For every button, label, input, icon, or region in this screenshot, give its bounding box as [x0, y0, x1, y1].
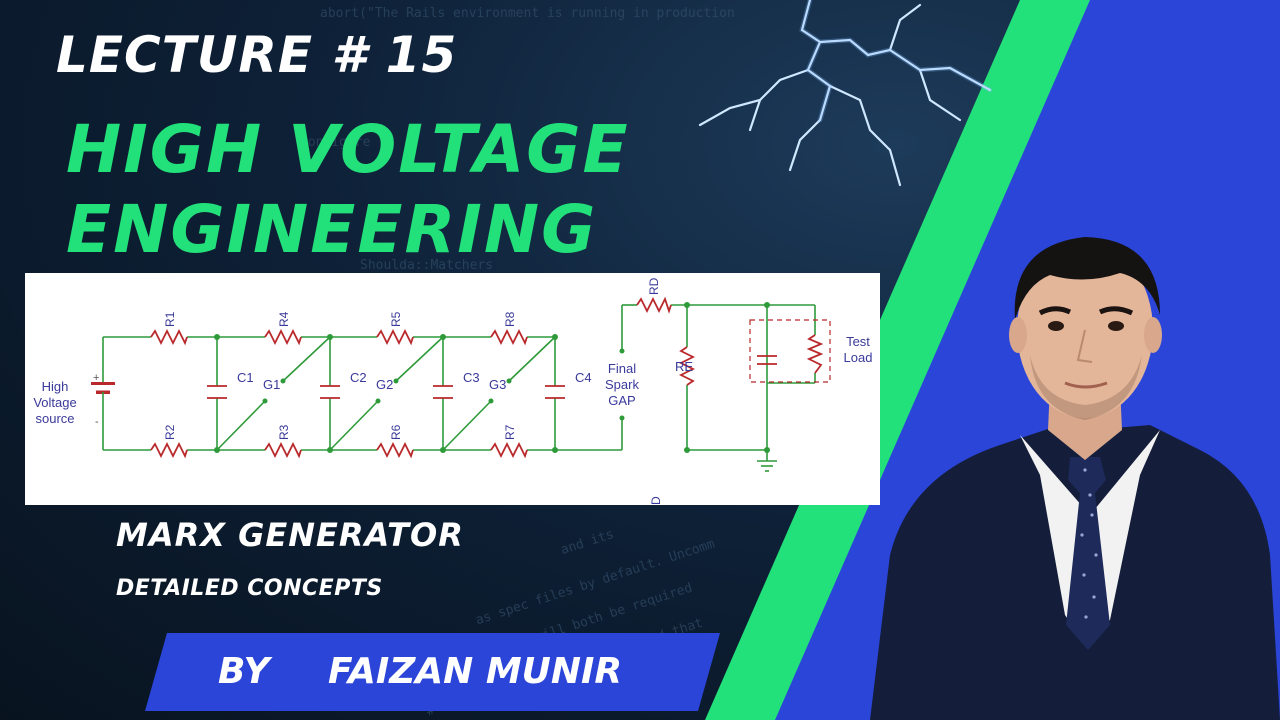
plus-sign: +: [93, 372, 99, 384]
load-label-2: Load: [844, 350, 873, 365]
final-gap-label-2: Spark: [605, 377, 639, 392]
cap-label: C2: [350, 370, 367, 385]
svg-text:G3: G3: [489, 377, 506, 392]
svg-text:Final: Final: [608, 361, 636, 376]
resistor-label: R6: [389, 424, 403, 440]
title-line-1: HIGH VOLTAGE: [66, 111, 630, 188]
svg-text:Test: Test: [846, 334, 870, 349]
marx-generator-circuit: High Voltage source + - C1 C2 C3 C4 G1 G…: [25, 273, 880, 505]
resistor-label: R4: [277, 311, 291, 327]
d-label: D: [649, 496, 663, 505]
svg-text:C1: C1: [237, 370, 254, 385]
source-label-1: High: [42, 379, 69, 394]
source-label-2: Voltage: [33, 395, 76, 410]
resistor-label: R5: [389, 311, 403, 327]
resistor-label: R2: [163, 424, 177, 440]
final-gap-label-3: GAP: [608, 393, 635, 408]
svg-text:High: High: [42, 379, 69, 394]
svg-text:R8: R8: [503, 311, 517, 327]
svg-text:R6: R6: [389, 424, 403, 440]
gap-label: G3: [489, 377, 506, 392]
svg-text:R2: R2: [163, 424, 177, 440]
resistor-label: R8: [503, 311, 517, 327]
lecture-number: LECTURE # 15: [56, 26, 458, 84]
svg-text:R5: R5: [389, 311, 403, 327]
background-code-line: abort("The Rails environment is running …: [320, 6, 735, 21]
topic-title: MARX GENERATOR: [116, 516, 464, 554]
svg-text:GAP: GAP: [608, 393, 635, 408]
presenter-photo: [870, 237, 1280, 720]
svg-text:-: -: [95, 416, 99, 428]
rd-label: RD: [647, 277, 661, 295]
green-diagonal-stripe: [705, 0, 1090, 720]
svg-text:+: +: [93, 372, 99, 384]
background-code-line: Shoulda::Matchers: [360, 258, 494, 273]
resistor-label: R3: [277, 424, 291, 440]
background-code-line: configure: [300, 135, 371, 150]
author-name: FAIZAN MUNIR: [328, 651, 623, 692]
final-gap-label-1: Final: [608, 361, 636, 376]
svg-text:R4: R4: [277, 311, 291, 327]
svg-text:C2: C2: [350, 370, 367, 385]
resistor-label: R1: [163, 311, 177, 327]
svg-text:Voltage: Voltage: [33, 395, 76, 410]
cap-label: C1: [237, 370, 254, 385]
topic-detail: DETAILED CONCEPTS: [116, 576, 383, 601]
gap-label: G1: [263, 377, 280, 392]
svg-text:RD: RD: [647, 277, 661, 295]
svg-text:D: D: [649, 496, 663, 505]
svg-text:R3: R3: [277, 424, 291, 440]
svg-text:Spark: Spark: [605, 377, 639, 392]
source-label-3: source: [35, 411, 74, 426]
load-label-1: Test: [846, 334, 870, 349]
svg-text:R1: R1: [163, 311, 177, 327]
svg-text:source: source: [35, 411, 74, 426]
svg-text:G2: G2: [376, 377, 393, 392]
svg-text:C3: C3: [463, 370, 480, 385]
svg-text:C4: C4: [575, 370, 592, 385]
by-label: BY: [218, 651, 270, 692]
lightning-icon: [698, 0, 993, 187]
resistor-label: R7: [503, 424, 517, 440]
author-banner: [145, 633, 720, 711]
re-label: RE: [675, 359, 693, 374]
svg-text:G1: G1: [263, 377, 280, 392]
gap-label: G2: [376, 377, 393, 392]
svg-text:Load: Load: [844, 350, 873, 365]
cap-label: C4: [575, 370, 592, 385]
title-line-2: ENGINEERING: [66, 191, 598, 268]
minus-sign: -: [95, 416, 99, 428]
svg-text:R7: R7: [503, 424, 517, 440]
cap-label: C3: [463, 370, 480, 385]
svg-text:RE: RE: [675, 359, 693, 374]
